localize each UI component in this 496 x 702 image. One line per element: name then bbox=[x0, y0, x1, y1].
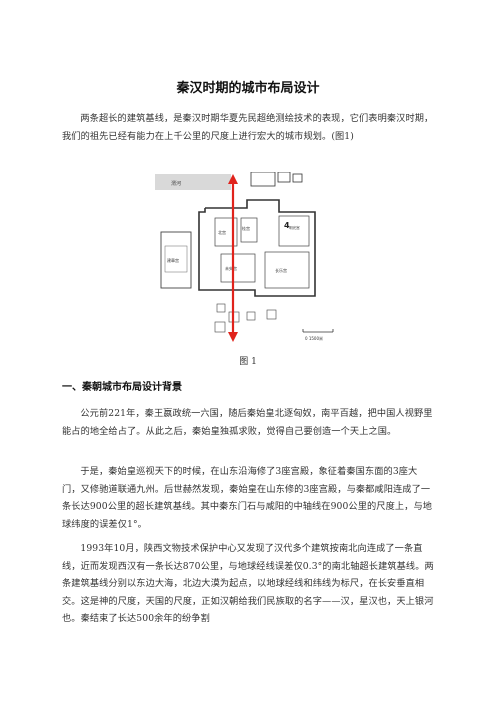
section-heading: 一、秦朝城市布局设计背景 bbox=[62, 382, 182, 393]
changle-palace bbox=[264, 251, 310, 289]
figure-caption: 图 1 bbox=[239, 357, 257, 367]
scale-label: 0 1500米 bbox=[305, 335, 323, 341]
axis-arrow-head-top bbox=[228, 174, 238, 184]
page-title: 秦汉时期的城市布局设计 bbox=[176, 81, 320, 96]
river-label: 渭河 bbox=[171, 180, 181, 187]
south-building-1 bbox=[216, 303, 226, 313]
jianzhang-palace bbox=[160, 231, 192, 289]
axis-arrow-head-bottom bbox=[228, 332, 238, 342]
svg-text:建章宫: 建章宫 bbox=[167, 257, 179, 263]
svg-text:桂宫: 桂宫 bbox=[242, 225, 250, 231]
svg-text:明光宫: 明光宫 bbox=[289, 225, 300, 230]
svg-text:长乐宫: 长乐宫 bbox=[275, 267, 287, 273]
south-building-3 bbox=[214, 321, 226, 333]
north-palace bbox=[214, 217, 238, 247]
city-wall bbox=[198, 199, 316, 297]
intro-paragraph: 两条超长的建筑基线，是秦汉时期华夏先民超绝测绘技术的表现，它们表明秦汉时期，我们… bbox=[62, 113, 434, 142]
paragraph-3: 1993年10月，陕西文物技术保护中心又发现了汉代多个建筑按南北向连成了一条直线… bbox=[62, 543, 434, 625]
mingguang-number: 4 bbox=[284, 221, 290, 230]
paragraph-1: 公元前221年，秦王嬴政统一六国，随后秦始皇北逐匈奴，南平百越，把中国人视野里能… bbox=[62, 408, 433, 437]
building-top-3 bbox=[292, 173, 303, 183]
weiyang-palace bbox=[220, 253, 256, 283]
building-top-1 bbox=[250, 171, 276, 187]
svg-text:未央宫: 未央宫 bbox=[225, 265, 237, 271]
svg-text:北宫: 北宫 bbox=[218, 229, 226, 235]
guigong-palace bbox=[240, 217, 258, 243]
paragraph-2: 于是，秦始皇巡视天下的时候，在山东沿海修了3座宫殿，象征着秦国东面的3座大门，又… bbox=[62, 466, 433, 530]
south-building-4 bbox=[246, 311, 256, 321]
river-area bbox=[155, 174, 231, 190]
mingguang-palace bbox=[278, 215, 310, 247]
south-building-5 bbox=[266, 309, 277, 320]
building-top-2 bbox=[277, 171, 291, 183]
chang-an-city-map: 渭河 北宫 桂宫 4 明光宫 未央宫 长乐宫 bbox=[155, 171, 341, 344]
